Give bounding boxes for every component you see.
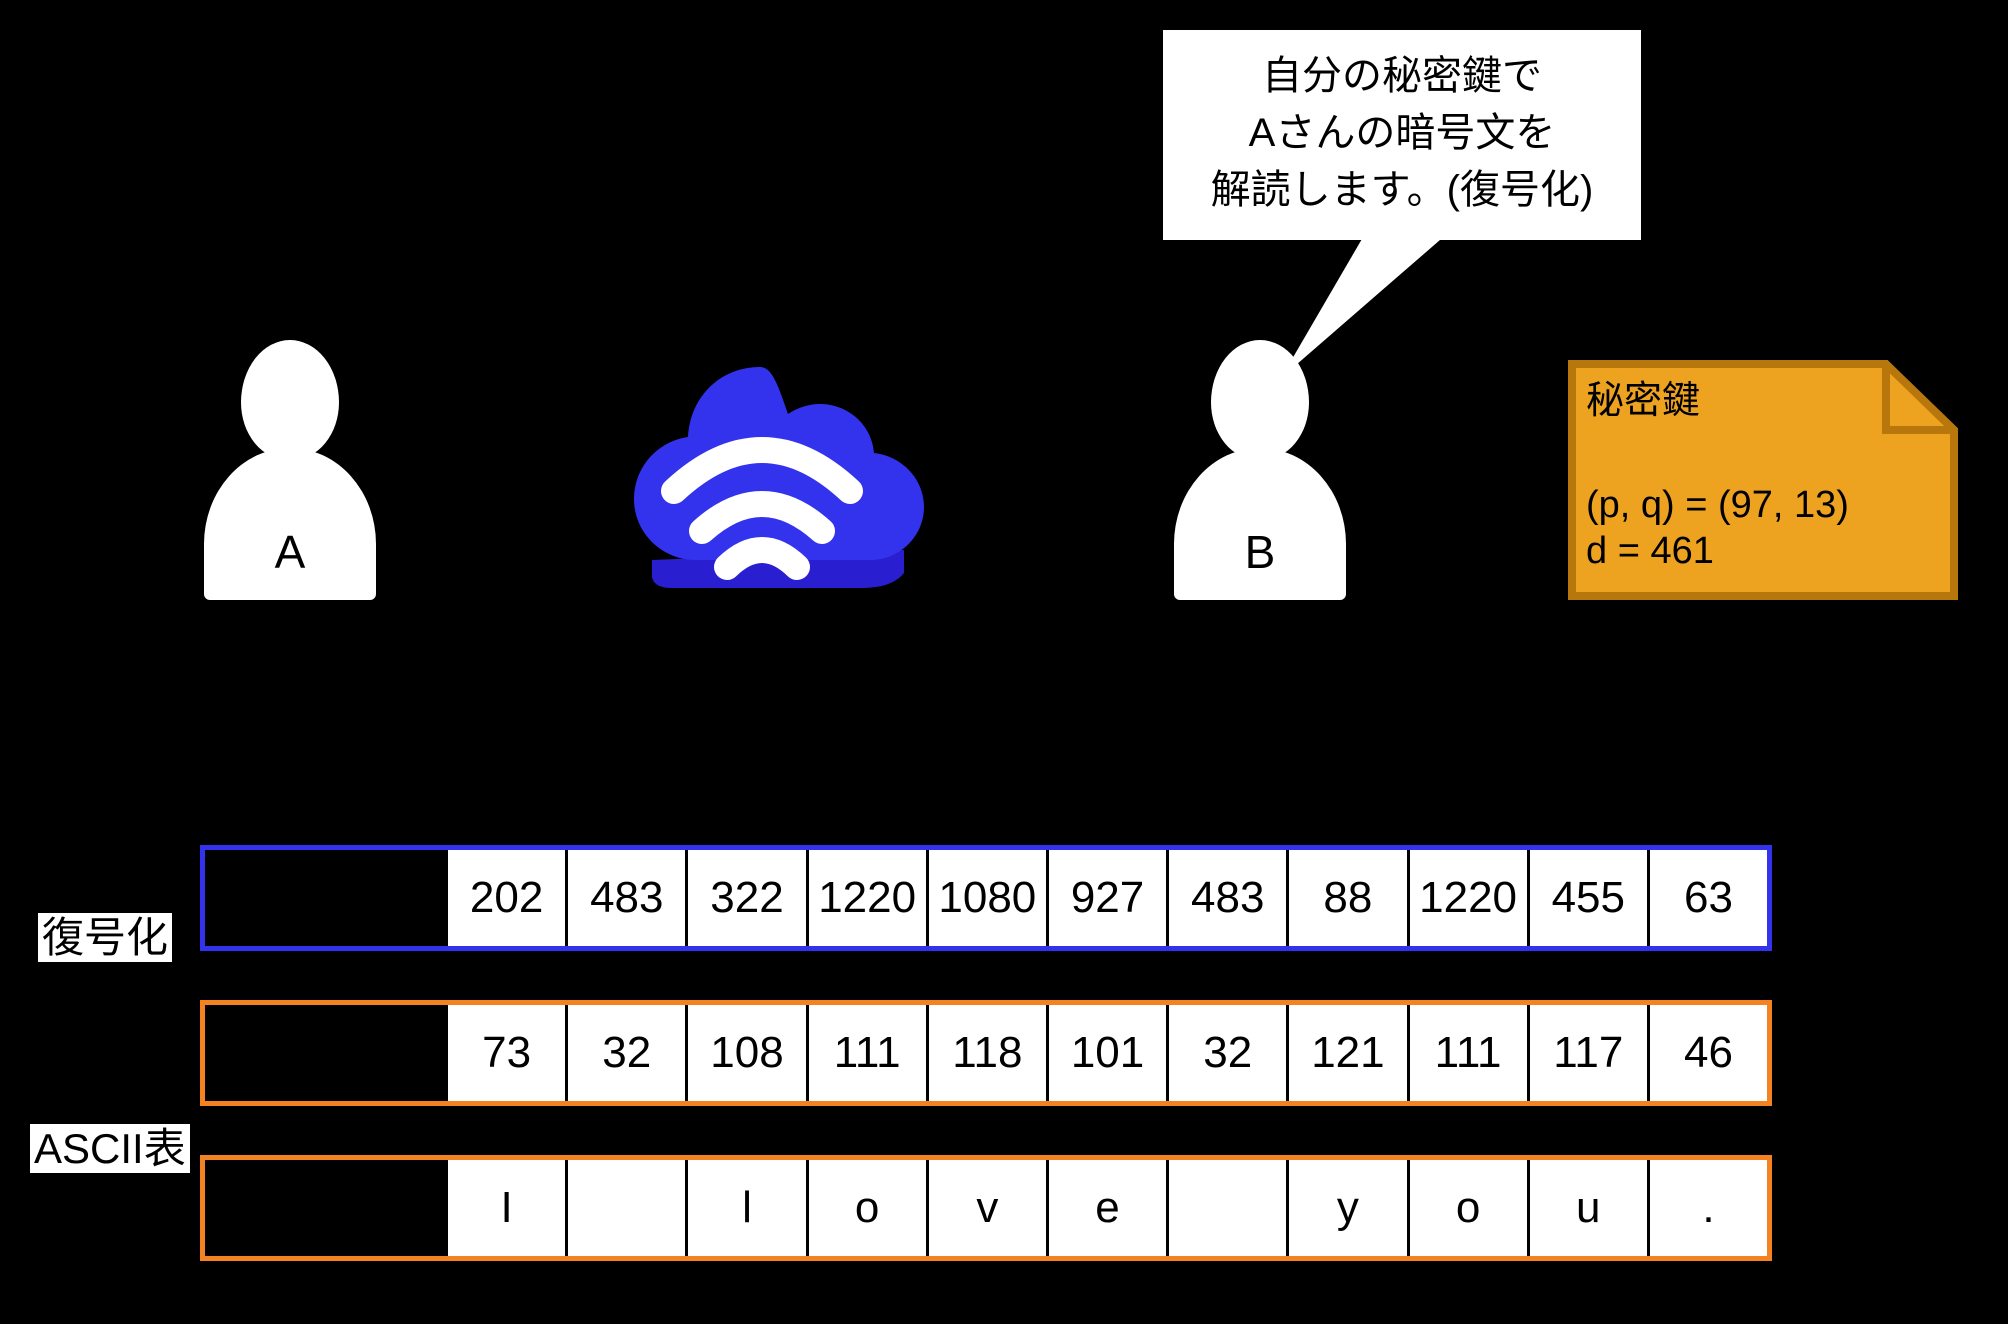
note-shape-icon	[1568, 360, 1958, 600]
bubble-line-2: Aさんの暗号文を	[1248, 110, 1556, 155]
ascii-code-row: 73 32 108 111 118 101 32 121 111 117 46	[200, 1000, 1772, 1106]
table-cell: 322	[685, 850, 806, 946]
table-cell: 108	[685, 1005, 806, 1101]
table-cell: 483	[565, 850, 686, 946]
table-cell: o	[805, 1160, 926, 1256]
table-cell: 483	[1166, 850, 1287, 946]
table-cell: 32	[1166, 1005, 1287, 1101]
table-cell: e	[1045, 1160, 1167, 1256]
table-cell: 455	[1526, 850, 1647, 946]
table-cell: 32	[565, 1005, 686, 1101]
table-cell: 1220	[805, 850, 926, 946]
table-cell: y	[1286, 1160, 1407, 1256]
bubble-line-1: 自分の秘密鍵で	[1262, 54, 1542, 98]
table-cell: v	[925, 1160, 1046, 1256]
table-cell: 111	[805, 1005, 926, 1101]
table-cell: 46	[1646, 1005, 1768, 1101]
table-cell: 117	[1526, 1005, 1647, 1101]
row-head-cell	[205, 850, 448, 946]
row-head-cell	[205, 1005, 448, 1101]
table-cell: o	[1406, 1160, 1527, 1256]
table-cell: .	[1646, 1160, 1768, 1256]
label-decrypt: 復号化	[38, 913, 173, 963]
table-cell: u	[1526, 1160, 1647, 1256]
bubble-line-3: 解読します。(復号化)	[1210, 167, 1594, 212]
decrypt-explanation-bubble: 自分の秘密鍵で Aさんの暗号文を 解読します。(復号化)	[1163, 30, 1641, 241]
table-cell: 121	[1286, 1005, 1407, 1101]
cloud-wifi-icon	[634, 367, 924, 588]
table-cell: I	[448, 1160, 566, 1256]
person-body-icon	[204, 448, 376, 600]
person-b: B	[1150, 340, 1370, 600]
ciphertext-row: 202 483 322 1220 1080 927 483 88 1220 45…	[200, 845, 1772, 951]
table-cell: 63	[1646, 850, 1768, 946]
table-cell: 111	[1406, 1005, 1527, 1101]
person-a: A	[180, 340, 400, 600]
table-cell: 202	[448, 850, 566, 946]
table-cell	[1166, 1160, 1287, 1256]
table-cell: 1220	[1406, 850, 1527, 946]
private-key-note: 秘密鍵 (p, q) = (97, 13) d = 461	[1568, 360, 1958, 600]
person-a-label: A	[274, 526, 306, 578]
row-head-cell	[205, 1160, 448, 1256]
table-cell: 101	[1045, 1005, 1167, 1101]
table-cell: 118	[925, 1005, 1046, 1101]
table-cell: 73	[448, 1005, 566, 1101]
table-cell: 927	[1045, 850, 1167, 946]
plaintext-row: I l o v e y o u .	[200, 1155, 1772, 1261]
label-ascii-table: ASCII表	[30, 1124, 190, 1174]
person-head-icon	[241, 340, 339, 460]
table-cell: 1080	[925, 850, 1046, 946]
person-b-label: B	[1244, 526, 1276, 578]
person-head-icon	[1211, 340, 1309, 460]
table-cell	[565, 1160, 686, 1256]
person-body-icon	[1174, 448, 1346, 600]
table-cell: 88	[1286, 850, 1407, 946]
table-cell: l	[685, 1160, 806, 1256]
